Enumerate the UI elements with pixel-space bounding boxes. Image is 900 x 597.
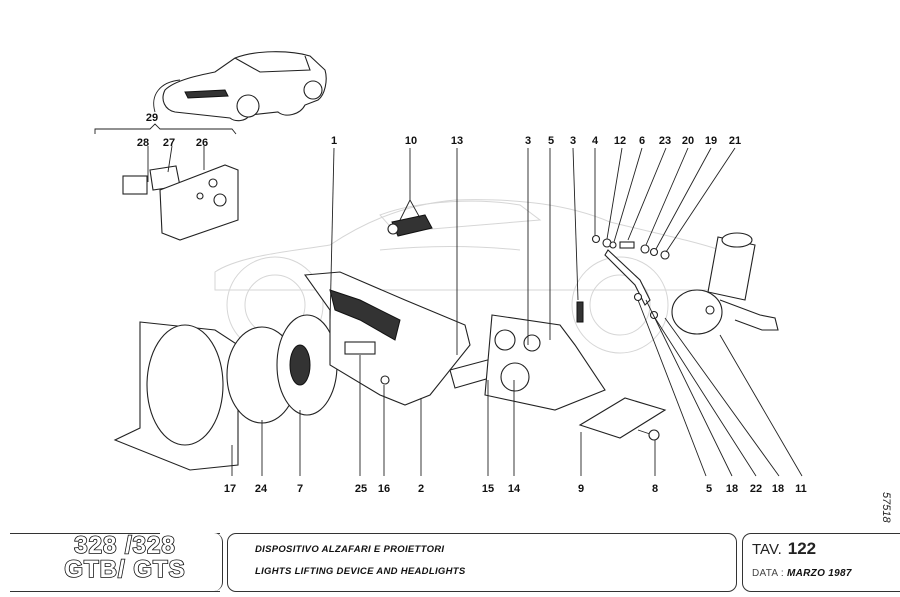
part-5-support-bracket (484, 314, 606, 411)
drawing-number: 57518 (880, 492, 892, 523)
callout-25: 25 (355, 483, 367, 495)
callout-21: 21 (729, 135, 741, 147)
callout-20: 20 (682, 135, 694, 147)
callout-23: 23 (659, 135, 671, 147)
callout-4: 4 (592, 135, 599, 147)
group-bracket-29 (94, 123, 237, 135)
table-value: 122 (787, 539, 817, 558)
callout-24: 24 (255, 483, 268, 495)
callout-28: 28 (137, 137, 149, 149)
callout-9: 9 (578, 483, 584, 495)
callout-22: 22 (750, 483, 762, 495)
model-line-1: 328 /328 (73, 532, 176, 559)
date-label: DATA : (752, 568, 784, 579)
callout-11: 11 (795, 483, 807, 495)
callout-leader-29 (153, 79, 181, 113)
description-box (227, 533, 737, 592)
callout-18: 18 (772, 483, 784, 495)
exploded-diagram: 29 28 27 26 1 10 13 3 5 3 4 12 6 23 20 1… (94, 51, 807, 495)
part-9-mounting-plate (578, 397, 667, 439)
callout-2: 2 (418, 483, 424, 495)
table-number: TAV. 122 (752, 539, 816, 559)
part-11-lift-motor (671, 232, 779, 335)
table-label: TAV. (752, 541, 782, 558)
callout-10: 10 (405, 135, 417, 147)
table-info-box (742, 533, 900, 592)
callout-3: 3 (570, 135, 576, 147)
relay-assembly (122, 164, 239, 241)
callout-26: 26 (196, 137, 208, 149)
date-value: MARZO 1987 (787, 568, 852, 579)
callout-7: 7 (297, 483, 303, 495)
part-17-bezel (113, 321, 239, 471)
title-block-top-rule (10, 533, 220, 534)
title-block-bottom-rule (10, 591, 220, 592)
callout-5: 5 (548, 135, 554, 147)
car-location-illustration (153, 51, 327, 122)
callout-5: 5 (706, 483, 712, 495)
callout-16: 16 (378, 483, 390, 495)
linkage-hardware (591, 234, 670, 320)
leader-lines (147, 145, 803, 477)
model-designation: 328 /328 GTB/ GTS (30, 532, 220, 590)
part-8-screw (637, 429, 660, 441)
part-10-bulb-holder (387, 214, 433, 237)
callout-15: 15 (482, 483, 494, 495)
callout-12: 12 (614, 135, 626, 147)
callout-18: 18 (726, 483, 738, 495)
description-english: LIGHTS LIFTING DEVICE AND HEADLIGHTS (255, 566, 466, 577)
callout-19: 19 (705, 135, 717, 147)
model-box-edge (160, 533, 223, 591)
callout-17: 17 (224, 483, 236, 495)
callout-29: 29 (146, 112, 158, 124)
callout-13: 13 (451, 135, 463, 147)
callout-6: 6 (639, 135, 645, 147)
description-italian: DISPOSITIVO ALZAFARI E PROIETTORI (255, 544, 445, 555)
model-line-2: GTB/ GTS (64, 556, 186, 583)
callout-1: 1 (331, 135, 337, 147)
date-line: DATA :MARZO 1987 (752, 568, 852, 579)
callout-27: 27 (163, 137, 175, 149)
part-7-retaining-ring (276, 314, 338, 416)
callout-8: 8 (652, 483, 658, 495)
relay-cover-part-26 (159, 164, 239, 241)
relay-part-28 (122, 175, 148, 195)
callout-14: 14 (508, 483, 521, 495)
part-1-headlight-housing (303, 271, 471, 406)
part-3-bolt (576, 301, 584, 323)
callout-3: 3 (525, 135, 531, 147)
